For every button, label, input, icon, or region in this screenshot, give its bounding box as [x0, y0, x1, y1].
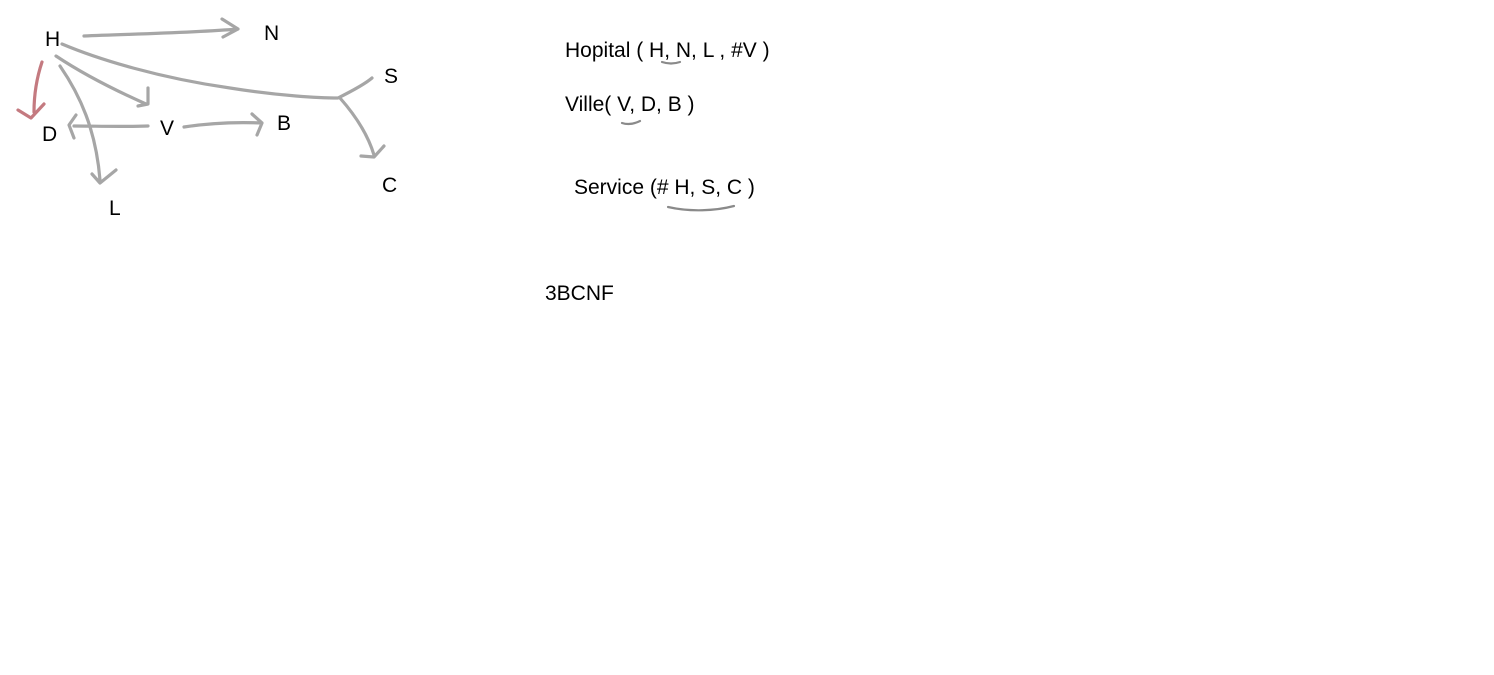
- edge-v-d: [67, 113, 150, 140]
- node-v: V: [160, 117, 175, 140]
- node-l: L: [109, 197, 121, 220]
- node-c: C: [382, 174, 398, 197]
- edge-h-v: [54, 54, 150, 108]
- edge-h-s: [60, 42, 374, 100]
- underline-v: [620, 119, 642, 126]
- node-h: H: [45, 28, 61, 51]
- relation-service: Service (# H, S, C ): [574, 176, 755, 199]
- edge-h-l: [58, 64, 118, 185]
- node-b: B: [277, 112, 292, 135]
- underline-h-s: [666, 204, 736, 212]
- relation-hopital: Hopital ( H, N, L , #V ): [565, 39, 770, 62]
- edge-s-c: [338, 96, 386, 159]
- relation-ville: Ville( V, D, B ): [565, 93, 695, 116]
- node-d: D: [42, 123, 58, 146]
- normal-form-label: 3BCNF: [545, 282, 614, 305]
- edge-h-n: [82, 17, 240, 39]
- underline-h: [660, 60, 682, 65]
- edge-h-d: [16, 60, 46, 120]
- node-s: S: [384, 65, 399, 88]
- node-n: N: [264, 22, 280, 45]
- edge-v-b: [182, 112, 264, 137]
